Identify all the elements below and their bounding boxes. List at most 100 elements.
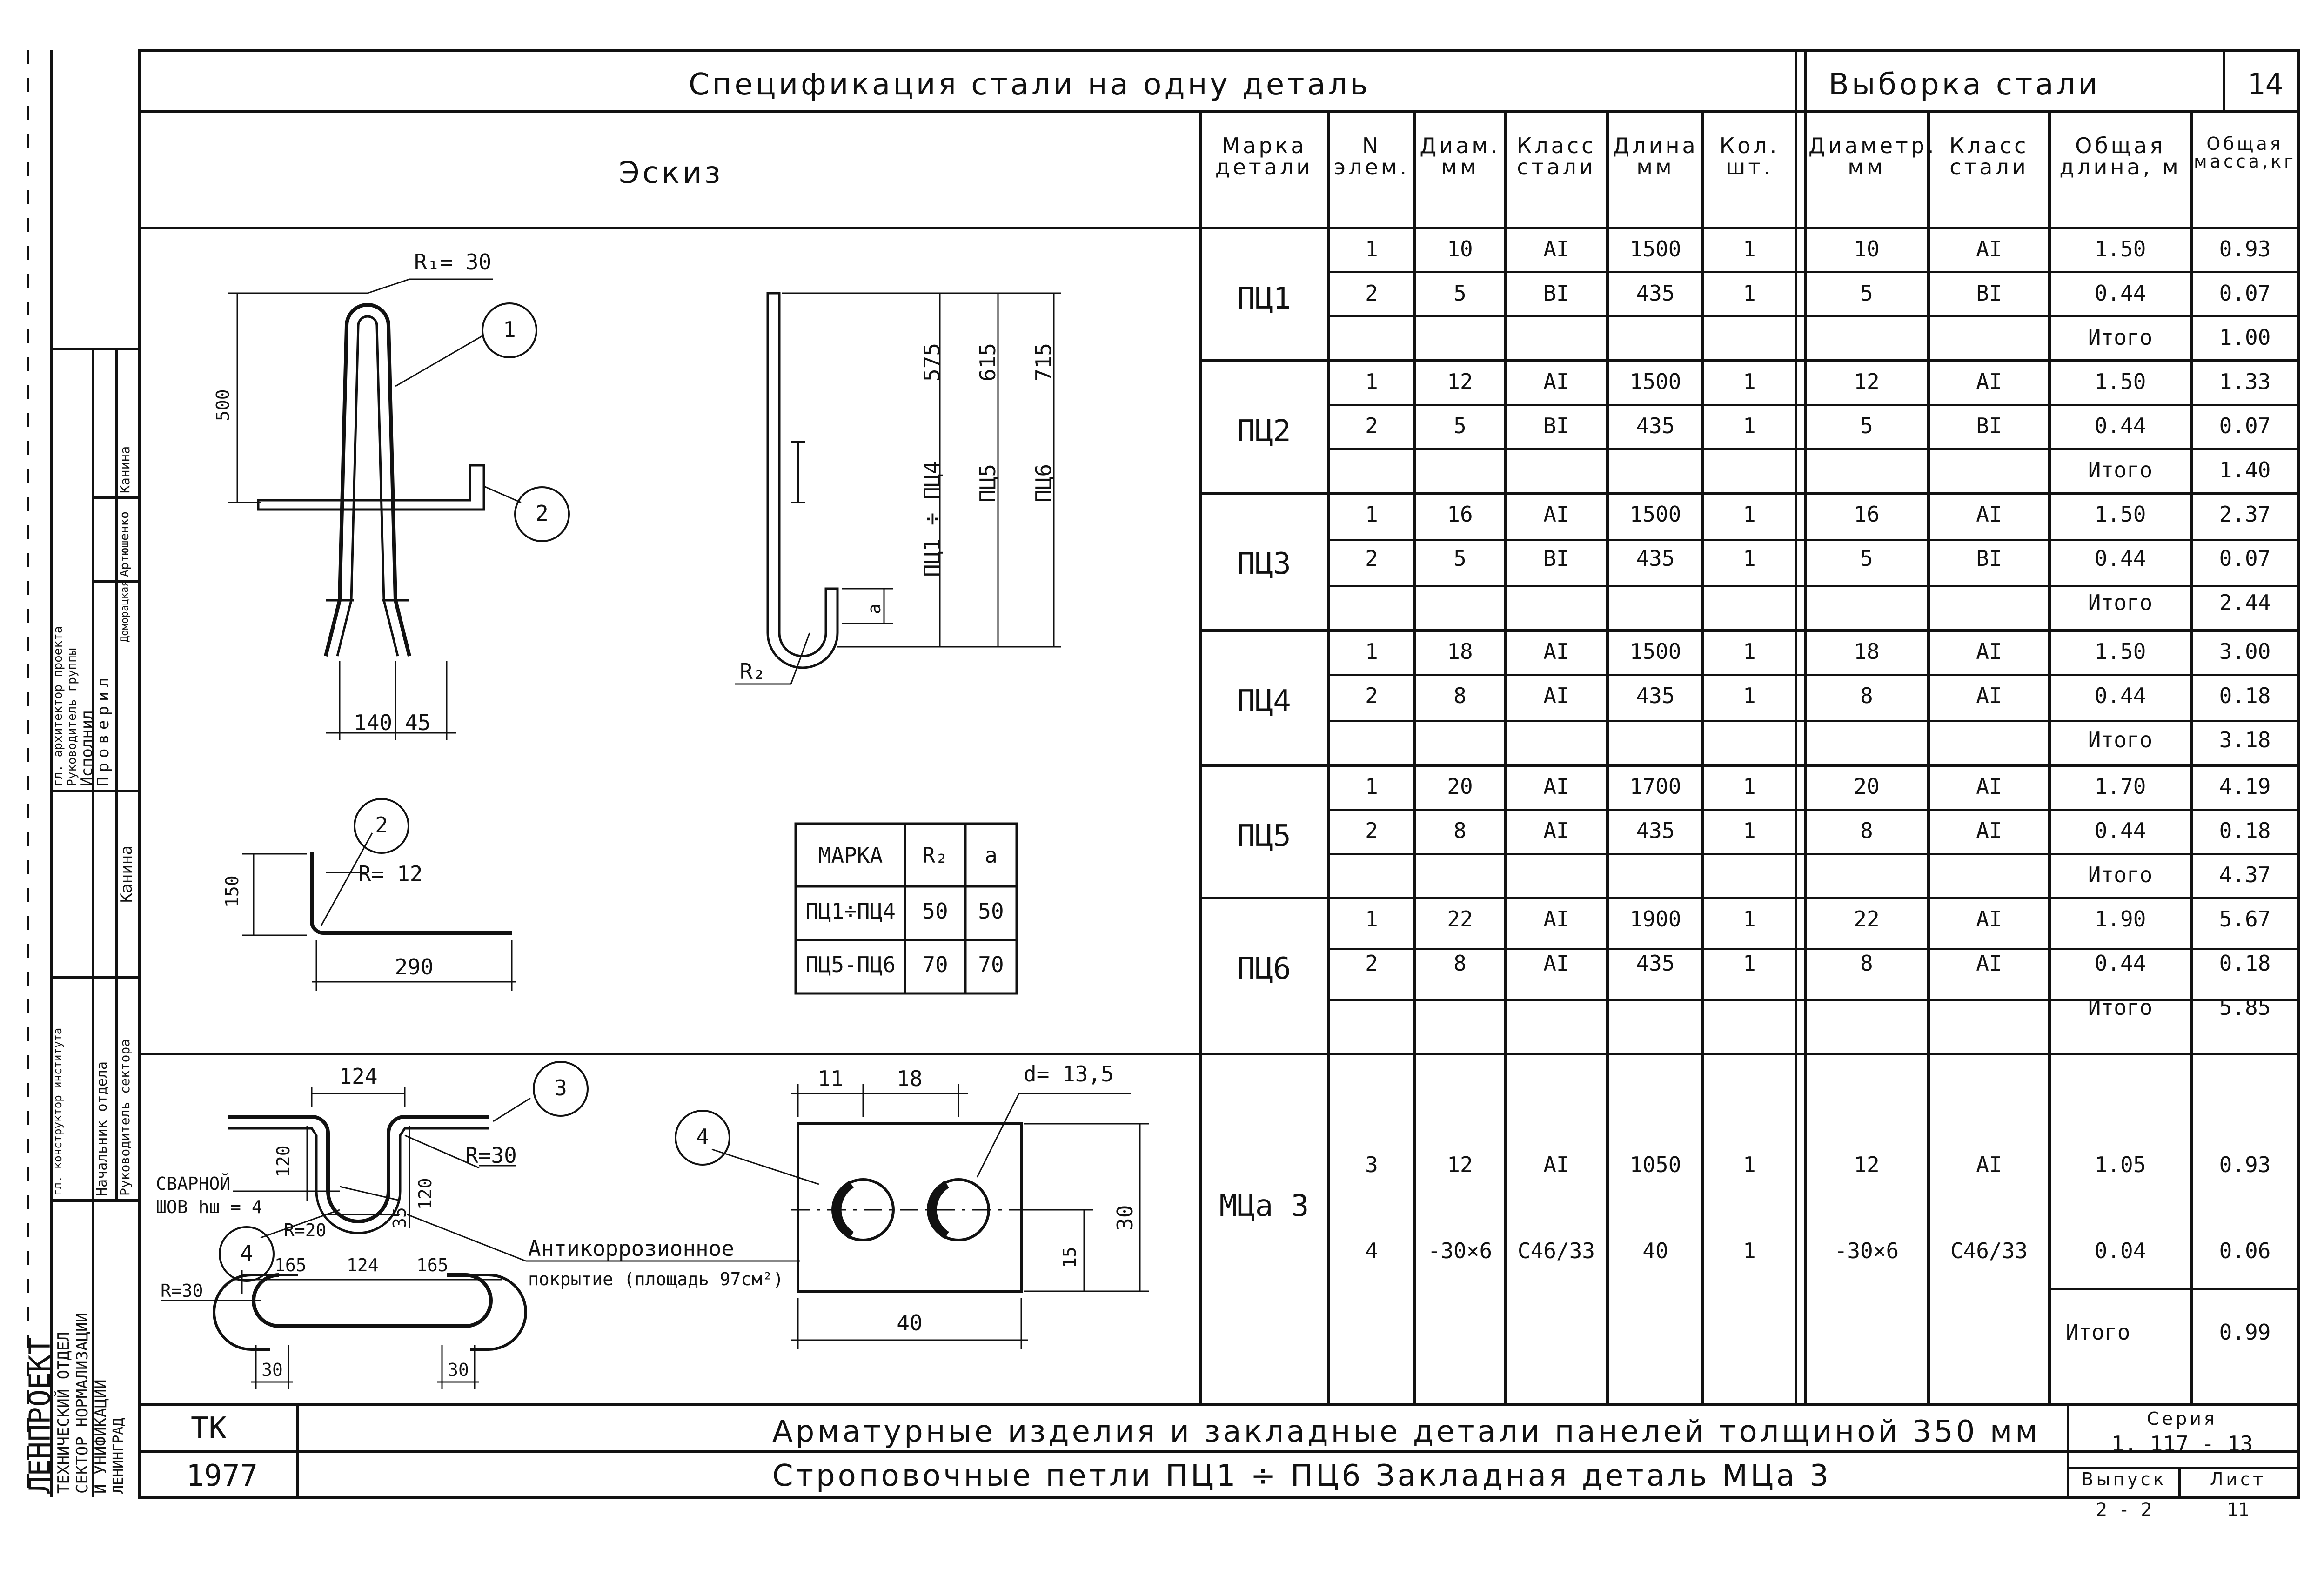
cell-n: 3 bbox=[1365, 1152, 1378, 1177]
cell-tm: 0.06 bbox=[2219, 1238, 2271, 1263]
cell-len: 435 bbox=[1636, 818, 1675, 843]
cell-cls: AI bbox=[1543, 951, 1569, 976]
col-header-qty: Кол. шт. bbox=[1719, 133, 1780, 180]
label-pc5: ПЦ5 bbox=[975, 463, 1000, 503]
stamp-org: ЛЕНИНГРАД bbox=[110, 1418, 127, 1494]
part-mark: ПЦ1 bbox=[1237, 282, 1291, 316]
total-mass: 1.00 bbox=[2219, 325, 2271, 350]
cell-len: 1050 bbox=[1629, 1152, 1681, 1177]
stamp-name: Артюшенко bbox=[118, 511, 132, 577]
cell-sd: 8 bbox=[1860, 951, 1873, 976]
cell-n: 2 bbox=[1365, 413, 1378, 438]
sample-title: Выборка стали bbox=[1828, 67, 2101, 102]
cell-n: 2 bbox=[1365, 818, 1378, 843]
cell-sc: С46/33 bbox=[1950, 1238, 2028, 1263]
r2-table-cell: 50 bbox=[978, 899, 1004, 924]
label-pc6: ПЦ6 bbox=[1031, 463, 1056, 503]
cell-sc: BI bbox=[1976, 281, 2002, 306]
cell-qty: 1 bbox=[1743, 413, 1756, 438]
plate-dim-40: 40 bbox=[897, 1310, 923, 1335]
cell-sc: AI bbox=[1976, 639, 2002, 664]
callout-4a: 4 bbox=[240, 1241, 253, 1266]
col-header-sample-class: Класс стали bbox=[1949, 133, 2029, 180]
cell-tm: 0.07 bbox=[2219, 281, 2271, 306]
col-header-sample-diam: Диаметр. мм bbox=[1808, 133, 1937, 180]
label-r2: R₂ bbox=[740, 659, 766, 684]
cell-sc: AI bbox=[1976, 369, 2002, 394]
stamp-role: гл. архитектор проекта bbox=[51, 626, 65, 786]
plate-dim-15: 15 bbox=[1059, 1247, 1080, 1268]
cell-tl: 1.70 bbox=[2094, 774, 2146, 799]
cell-sc: AI bbox=[1976, 951, 2002, 976]
title-block-org: ТК bbox=[191, 1411, 227, 1446]
cell-len: 435 bbox=[1636, 683, 1675, 708]
col-header-total-length: Общая длина, м bbox=[2059, 133, 2181, 180]
cell-cls: AI bbox=[1543, 639, 1569, 664]
label-pc1-pc4: ПЦ1 ÷ ПЦ4 bbox=[919, 461, 944, 577]
cell-qty: 1 bbox=[1743, 236, 1756, 262]
stamp-name: Доморацкая bbox=[119, 580, 131, 642]
cell-qty: 1 bbox=[1743, 774, 1756, 799]
total-label: Итого bbox=[2066, 1320, 2130, 1345]
stamp-org: ЛЕНПРОЕКТ bbox=[23, 1337, 57, 1494]
dim-715: 715 bbox=[1031, 342, 1056, 382]
r2-table-header-mark: МАРКА bbox=[818, 843, 883, 868]
cell-n: 2 bbox=[1365, 683, 1378, 708]
title-block-year: 1977 bbox=[186, 1459, 258, 1493]
cell-tm: 5.67 bbox=[2219, 906, 2271, 932]
dim-140: 140 bbox=[354, 710, 393, 735]
part-mark: ПЦ3 bbox=[1237, 547, 1291, 581]
callout-2b: 2 bbox=[375, 812, 388, 838]
cell-tm: 3.00 bbox=[2219, 639, 2271, 664]
cell-diam: 8 bbox=[1453, 951, 1467, 976]
cell-qty: 1 bbox=[1743, 369, 1756, 394]
title-line-2: Строповочные петли ПЦ1 ÷ ПЦ6 Закладная д… bbox=[772, 1459, 1832, 1493]
cell-diam: -30×6 bbox=[1427, 1238, 1493, 1263]
cell-diam: 5 bbox=[1453, 413, 1467, 438]
cell-qty: 1 bbox=[1743, 683, 1756, 708]
cell-sd: 5 bbox=[1860, 413, 1873, 438]
cell-cls: AI bbox=[1543, 683, 1569, 708]
total-mass: 3.18 bbox=[2219, 727, 2271, 752]
cell-tl: 0.44 bbox=[2094, 951, 2146, 976]
cell-qty: 1 bbox=[1743, 281, 1756, 306]
dim-120-right: 120 bbox=[415, 1178, 435, 1210]
total-mass: 1.40 bbox=[2219, 457, 2271, 483]
cell-tl: 1.50 bbox=[2094, 502, 2146, 527]
cell-cls: AI bbox=[1543, 818, 1569, 843]
r2-table-cell: ПЦ5-ПЦ6 bbox=[805, 952, 896, 977]
cell-tm: 0.18 bbox=[2219, 951, 2271, 976]
dim-290: 290 bbox=[395, 954, 434, 979]
cell-tm: 0.18 bbox=[2219, 818, 2271, 843]
callout-4b: 4 bbox=[696, 1124, 709, 1149]
radius-20: R=20 bbox=[284, 1220, 327, 1241]
cell-sd: 20 bbox=[1854, 774, 1880, 799]
r2-table-cell: ПЦ1÷ПЦ4 bbox=[805, 899, 896, 924]
cell-cls: AI bbox=[1543, 236, 1569, 262]
dim-124: 124 bbox=[339, 1064, 378, 1089]
dim-575: 575 bbox=[919, 342, 944, 382]
cell-sc: AI bbox=[1976, 683, 2002, 708]
dim-124-bottom: 124 bbox=[347, 1255, 379, 1275]
cell-n: 1 bbox=[1365, 236, 1378, 262]
cell-sd: 10 bbox=[1854, 236, 1880, 262]
cell-len: 1500 bbox=[1629, 369, 1681, 394]
cell-tm: 4.19 bbox=[2219, 774, 2271, 799]
cell-n: 2 bbox=[1365, 281, 1378, 306]
cell-sc: BI bbox=[1976, 413, 2002, 438]
weld-label-1: СВАРНОЙ bbox=[156, 1174, 231, 1194]
cell-len: 1500 bbox=[1629, 639, 1681, 664]
cell-sc: AI bbox=[1976, 1152, 2002, 1177]
cell-cls: AI bbox=[1543, 906, 1569, 932]
cell-tm: 0.07 bbox=[2219, 546, 2271, 571]
loop-radius-label: R₁= 30 bbox=[414, 249, 492, 275]
cell-tl: 1.50 bbox=[2094, 236, 2146, 262]
cell-n: 2 bbox=[1365, 546, 1378, 571]
cell-diam: 22 bbox=[1447, 906, 1473, 932]
part-mark: ПЦ2 bbox=[1237, 414, 1291, 449]
cell-qty: 1 bbox=[1743, 1238, 1756, 1263]
stamp-role: Исполнил bbox=[78, 710, 96, 786]
r2-table-cell: 70 bbox=[922, 952, 948, 977]
cell-sc: BI bbox=[1976, 546, 2002, 571]
cell-diam: 5 bbox=[1453, 546, 1467, 571]
